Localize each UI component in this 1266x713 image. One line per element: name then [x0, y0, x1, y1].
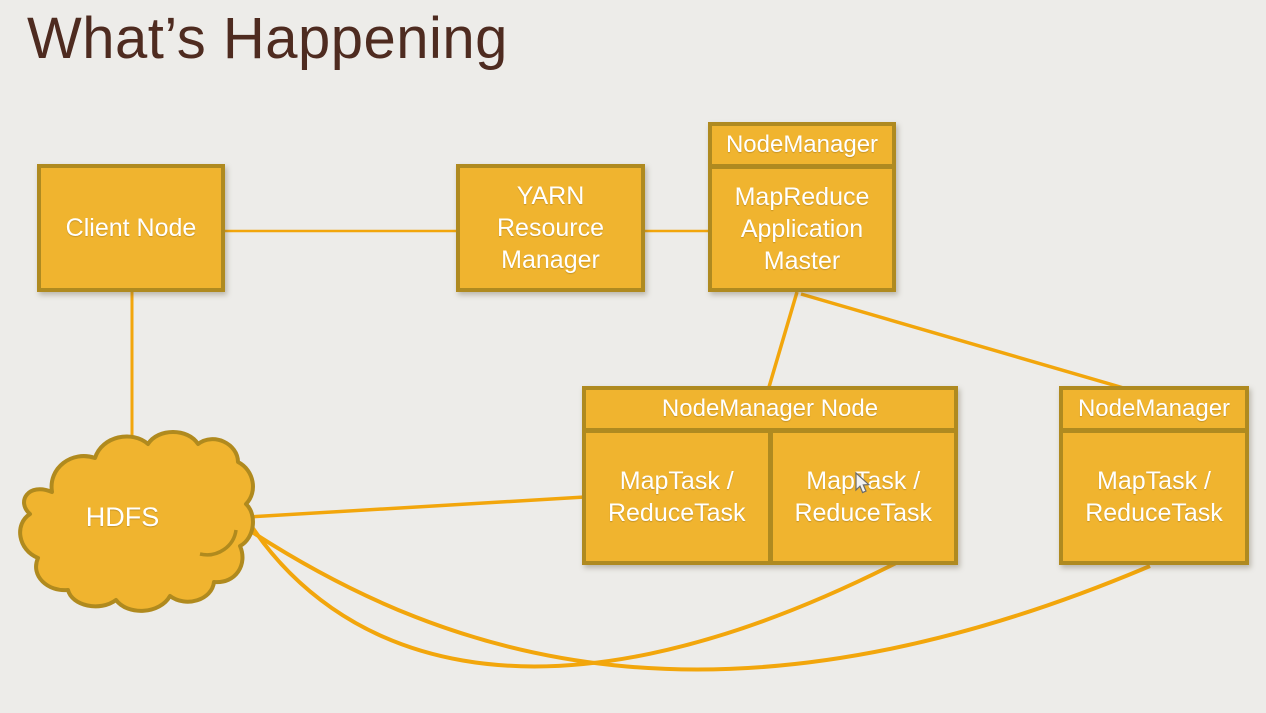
nodemanager-right-box: NodeManager MapTask / ReduceTask [1059, 386, 1249, 565]
connector-nodemanager-nodemanagerright [800, 292, 1128, 391]
connector-hdfs-task2-curve [248, 522, 903, 669]
maptask-reducetask-cell-1: MapTask / ReduceTask [586, 433, 768, 561]
client-node-label: Client Node [65, 214, 197, 242]
connector-hdfs-nodemanagerright-curve [250, 530, 1151, 672]
page-title: What’s Happening [27, 6, 508, 71]
maptask-reducetask-cell-3: MapTask / ReduceTask [1063, 433, 1245, 561]
client-node-box: Client Node [37, 164, 225, 292]
hdfs-cloud-inner-arc [199, 529, 238, 557]
hdfs-label: HDFS [85, 502, 160, 532]
yarn-resource-manager-box: YARN Resource Manager [456, 164, 645, 292]
nodemanager-top-box: NodeManager MapReduce Application Master [708, 122, 896, 292]
nodemanager-right-title: NodeManager [1063, 390, 1245, 428]
maptask-reducetask-cell-2: MapTask / ReduceTask [772, 433, 954, 561]
hdfs-cloud-shape [18, 430, 255, 613]
connector-hdfs-nodemanagernode [247, 495, 586, 519]
nodemanager-top-title: NodeManager [712, 126, 892, 164]
yarn-resource-manager-label: YARN Resource Manager [497, 182, 604, 274]
nodemanager-node-title: NodeManager Node [586, 390, 954, 428]
nodemanager-node-cells: MapTask / ReduceTask MapTask / ReduceTas… [586, 433, 954, 561]
mapreduce-application-master-box: MapReduce Application Master [712, 169, 892, 288]
connector-nodemanager-nodemanagernode [767, 291, 799, 388]
nodemanager-node-box: NodeManager Node MapTask / ReduceTask Ma… [582, 386, 958, 565]
mouse-cursor-icon [855, 471, 871, 494]
